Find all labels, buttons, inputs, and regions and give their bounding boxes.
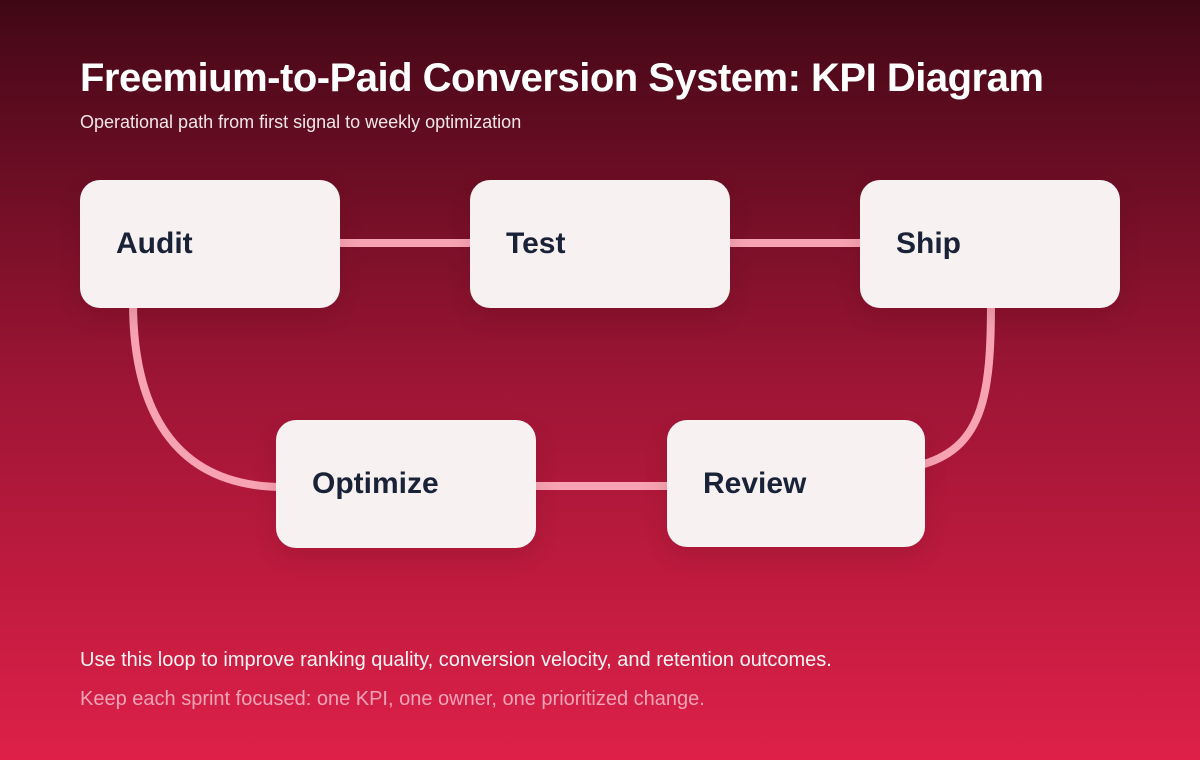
page-title: Freemium-to-Paid Conversion System: KPI … bbox=[80, 56, 1044, 100]
node-ship: Ship bbox=[860, 180, 1120, 308]
connector-optimize-audit bbox=[129, 298, 288, 491]
footer-secondary-text: Keep each sprint focused: one KPI, one o… bbox=[80, 688, 705, 710]
node-audit: Audit bbox=[80, 180, 340, 308]
node-audit-label: Audit bbox=[116, 227, 193, 260]
footer-primary-text: Use this loop to improve ranking quality… bbox=[80, 649, 832, 671]
node-review: Review bbox=[667, 420, 925, 547]
header: Freemium-to-Paid Conversion System: KPI … bbox=[80, 56, 1044, 133]
connector-ship-review bbox=[920, 298, 995, 468]
node-review-label: Review bbox=[703, 466, 807, 500]
footer: Use this loop to improve ranking quality… bbox=[80, 649, 832, 711]
node-ship-label: Ship bbox=[896, 227, 961, 260]
node-optimize: Optimize bbox=[276, 420, 536, 548]
node-optimize-label: Optimize bbox=[312, 467, 439, 500]
page-subtitle: Operational path from first signal to we… bbox=[80, 112, 522, 132]
node-test: Test bbox=[470, 180, 730, 308]
node-test-label: Test bbox=[506, 227, 566, 260]
